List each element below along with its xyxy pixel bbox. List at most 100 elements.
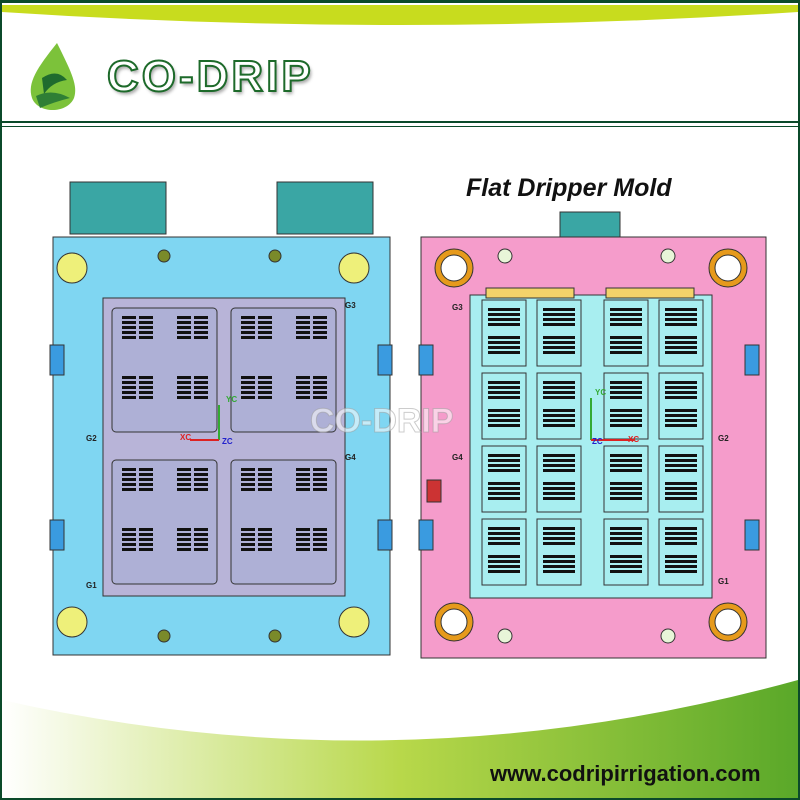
dripper-slot [122, 548, 136, 551]
dripper-slot [194, 381, 208, 384]
dripper-slot [610, 414, 642, 417]
dripper-slot [543, 459, 575, 462]
dripper-slot [488, 527, 520, 530]
dripper-slot [258, 548, 272, 551]
dripper-slot [177, 488, 191, 491]
dripper-slot [313, 331, 327, 334]
dripper-slot [543, 323, 575, 326]
drop-logo-icon [30, 43, 76, 110]
dripper-slot [139, 543, 153, 546]
dripper-slot [194, 543, 208, 546]
dripper-slot [258, 483, 272, 486]
dripper-slot [122, 473, 136, 476]
dripper-slot [139, 478, 153, 481]
dripper-slot [610, 346, 642, 349]
dripper-slot [194, 376, 208, 379]
side-clamp [418, 519, 434, 551]
dripper-slot [122, 488, 136, 491]
zc-label-left: ZC [222, 437, 233, 446]
dripper-slot [488, 537, 520, 540]
g3-label-right: G3 [452, 303, 463, 312]
dripper-slot [610, 424, 642, 427]
dripper-slot [313, 386, 327, 389]
dripper-slot [258, 528, 272, 531]
dripper-slot [488, 459, 520, 462]
dripper-slot [313, 316, 327, 319]
dripper-slot [543, 492, 575, 495]
dripper-slot [194, 396, 208, 399]
dripper-slot [194, 316, 208, 319]
dripper-slot [139, 473, 153, 476]
dripper-slot [139, 381, 153, 384]
watermark: CO-DRIP [310, 402, 454, 440]
dripper-slot [610, 497, 642, 500]
xc-label-left: XC [180, 433, 191, 442]
dripper-slot [122, 533, 136, 536]
side-clamp [744, 344, 760, 376]
dripper-slot [543, 336, 575, 339]
dripper-slot [177, 538, 191, 541]
dripper-slot [610, 396, 642, 399]
dripper-slot [122, 391, 136, 394]
dripper-slot [543, 464, 575, 467]
header-rule-thin [2, 126, 798, 127]
dripper-slot [665, 570, 697, 573]
dripper-slot [488, 323, 520, 326]
dripper-slot [610, 482, 642, 485]
dripper-slot [177, 548, 191, 551]
dripper-slot [241, 316, 255, 319]
dripper-slot [610, 565, 642, 568]
dripper-slot [139, 336, 153, 339]
dripper-slot [488, 351, 520, 354]
g1-label-right: G1 [718, 577, 729, 586]
dripper-slot [194, 483, 208, 486]
dripper-slot [665, 386, 697, 389]
dripper-slot [488, 469, 520, 472]
dripper-slot [122, 331, 136, 334]
dripper-slot [258, 396, 272, 399]
g4-label-left: G4 [345, 453, 356, 462]
dripper-slot [241, 528, 255, 531]
dripper-slot [194, 528, 208, 531]
guide-pin [157, 629, 171, 643]
dripper-slot [241, 396, 255, 399]
dripper-slot [122, 528, 136, 531]
dripper-slot [258, 381, 272, 384]
dripper-slot [665, 419, 697, 422]
dripper-slot [665, 537, 697, 540]
dripper-slot [313, 528, 327, 531]
dripper-slot [543, 469, 575, 472]
dripper-slot [258, 468, 272, 471]
dripper-slot [258, 386, 272, 389]
bolt-hole-inner [714, 608, 742, 636]
dripper-slot [313, 391, 327, 394]
dripper-slot [610, 308, 642, 311]
dripper-slot [241, 488, 255, 491]
dripper-slot [543, 346, 575, 349]
bolt-hole-inner [714, 254, 742, 282]
dripper-slot [488, 464, 520, 467]
dripper-slot [258, 391, 272, 394]
dripper-slot [488, 341, 520, 344]
guide-pin [268, 249, 282, 263]
yc-label-left: YC [226, 395, 237, 404]
dripper-slot [313, 483, 327, 486]
dripper-slot [665, 396, 697, 399]
dripper-slot [543, 313, 575, 316]
xc-label-right: XC [628, 435, 639, 444]
dripper-slot [665, 492, 697, 495]
website-url[interactable]: www.codripirrigation.com [490, 761, 761, 786]
dripper-slot [313, 478, 327, 481]
dripper-slot [543, 565, 575, 568]
dripper-slot [139, 386, 153, 389]
dripper-slot [139, 468, 153, 471]
dripper-slot [194, 326, 208, 329]
dripper-slot [488, 555, 520, 558]
dripper-slot [122, 483, 136, 486]
dripper-slot [665, 487, 697, 490]
dripper-slot [313, 376, 327, 379]
dripper-slot [194, 533, 208, 536]
dripper-slot [610, 537, 642, 540]
dripper-slot [194, 538, 208, 541]
dripper-slot [488, 492, 520, 495]
